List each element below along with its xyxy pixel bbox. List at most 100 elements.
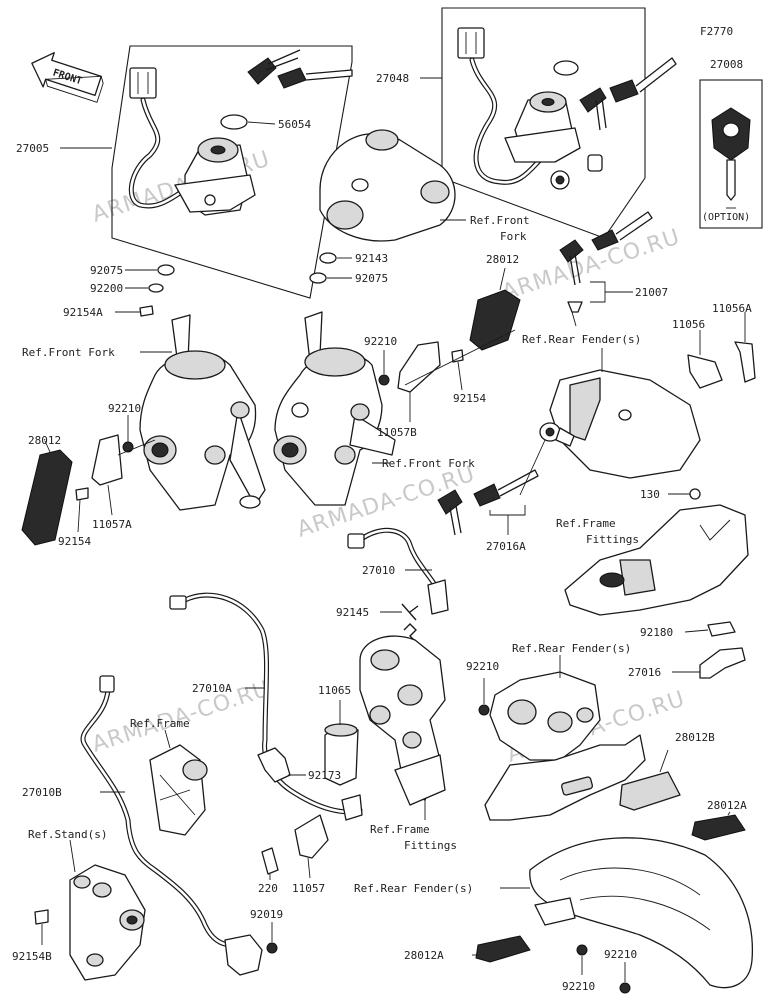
ignition-switch-27005 [128, 67, 256, 216]
label-92154B: 92154B [12, 950, 52, 963]
label-21007: 21007 [635, 286, 668, 299]
label-92154-left: 92154 [58, 535, 91, 548]
figure-code: F2770 [700, 25, 733, 38]
label-28012-left: 28012 [28, 434, 61, 447]
label-28012A-bottom: 28012A [404, 949, 444, 962]
ignition-set-frame [111, 45, 353, 299]
front-arrow: FRONT [31, 52, 104, 103]
stand-switch [224, 934, 263, 976]
bracket-11057 [294, 814, 329, 859]
label-11057A: 11057A [92, 518, 132, 531]
option-key-27008 [711, 107, 751, 209]
lock-27016 [699, 647, 746, 679]
label-ref-stand: Ref.Stand(s) [28, 828, 107, 841]
nut-92210-a [378, 374, 390, 386]
label-92200: 92200 [90, 282, 123, 295]
switch-harness-27010B [80, 675, 235, 948]
label-27016A: 27016A [486, 540, 526, 553]
switch-harness-27010A [169, 592, 363, 821]
label-92143: 92143 [355, 252, 388, 265]
label-ref-frame-fittings-2b: Fittings [404, 839, 457, 852]
bolt-92154B [34, 909, 49, 925]
ignition-set-27048 [457, 27, 677, 190]
frame-fittings-center [359, 635, 446, 806]
label-92210-d: 92210 [562, 980, 595, 993]
key-pair-27005 [247, 49, 353, 89]
label-92019: 92019 [250, 908, 283, 921]
nut-92210-e [619, 982, 631, 994]
washer-92075-b [309, 272, 327, 284]
label-92173: 92173 [308, 769, 341, 782]
washer-56054 [220, 114, 248, 130]
label-11056: 11056 [672, 318, 705, 331]
label-92075-a: 92075 [90, 264, 123, 277]
bracket-11056A [734, 341, 756, 383]
washer-92200 [148, 283, 164, 293]
reflector-28012-top [469, 289, 521, 351]
label-27008: 27008 [710, 58, 743, 71]
label-92154: 92154 [453, 392, 486, 405]
rear-fender-lower [529, 837, 754, 989]
label-ref-frame: Ref.Frame [130, 717, 190, 730]
label-11065: 11065 [318, 684, 351, 697]
option-key-frame [699, 79, 763, 229]
nut-92210-c [478, 704, 490, 716]
nut-92143 [319, 252, 337, 264]
steering-bracket-upper [319, 129, 456, 242]
label-28012A-right: 28012A [707, 799, 747, 812]
label-220: 220 [258, 882, 278, 895]
label-27048: 27048 [376, 72, 409, 85]
label-27010: 27010 [362, 564, 395, 577]
steering-bracket-lower-left [139, 314, 266, 511]
frame-left-bracket [149, 744, 208, 836]
bolt-92154-left [75, 487, 89, 501]
label-27016: 27016 [628, 666, 661, 679]
rear-fender-upper [549, 369, 701, 479]
label-92210-b: 92210 [108, 402, 141, 415]
nut-92210-d [576, 944, 588, 956]
key-set-21007 [559, 211, 653, 327]
reflector-28012A-bottom [475, 935, 531, 963]
bolt-92154 [451, 349, 464, 363]
label-92154A: 92154A [63, 306, 103, 319]
label-28012B: 28012B [675, 731, 715, 744]
frame-fittings-right [564, 504, 749, 616]
label-ref-front-fork-2: Ref.Front Fork [22, 346, 115, 359]
label-27005: 27005 [16, 142, 49, 155]
label-ref-frame-fittings-2: Ref.Frame [370, 823, 430, 836]
bolt-220 [261, 847, 279, 875]
label-27010B: 27010B [22, 786, 62, 799]
stand-bracket [69, 864, 146, 981]
ignition-set-option-frame [441, 7, 646, 239]
reflector-28012-left [21, 449, 73, 546]
label-27010A: 27010A [192, 682, 232, 695]
label-92075-b: 92075 [355, 272, 388, 285]
nut-92019 [266, 942, 278, 954]
label-ref-front-fork-1: Ref.Front [470, 214, 530, 227]
reflector-28012B [619, 771, 681, 811]
bracket-11057A [91, 434, 123, 486]
steering-bracket-lower-center [273, 311, 396, 506]
label-92145: 92145 [336, 606, 369, 619]
label-92210-a: 92210 [364, 335, 397, 348]
label-28012-top: 28012 [486, 253, 519, 266]
label-11057B: 11057B [377, 426, 417, 439]
bracket-11056 [687, 354, 723, 389]
washer-92075-a [157, 264, 175, 276]
switch-harness-27010 [347, 527, 449, 615]
bracket-11057B [397, 341, 441, 393]
label-92210-e: 92210 [604, 948, 637, 961]
label-11056A: 11056A [712, 302, 752, 315]
plate-92180 [707, 621, 736, 637]
label-56054: 56054 [278, 118, 311, 131]
label-ref-front-fork-3: Ref.Front Fork [382, 457, 475, 470]
clamp-92173 [257, 747, 291, 783]
reflector-28012A-right [691, 814, 746, 841]
label-130: 130 [640, 488, 660, 501]
bolt-130 [689, 488, 701, 500]
label-92210-c: 92210 [466, 660, 499, 673]
label-ref-rear-fender-3: Ref.Rear Fender(s) [354, 882, 473, 895]
option-label: (OPTION) [702, 212, 750, 223]
label-ref-front-fork-1b: Fork [500, 230, 527, 243]
